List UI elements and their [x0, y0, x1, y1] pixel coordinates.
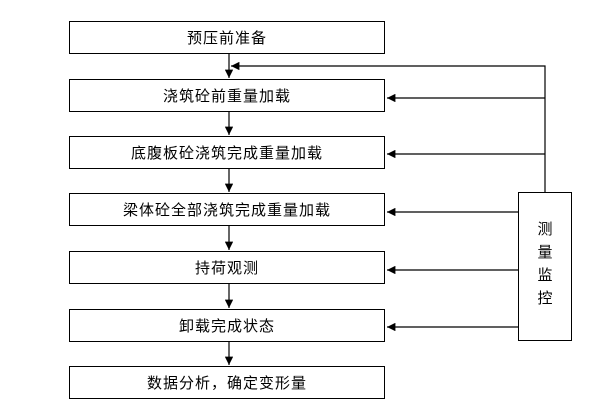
step-pre-pour-loading: 浇筑砼前重量加载	[69, 79, 385, 112]
monitor-feedback-line	[231, 61, 546, 192]
step-full-beam-pour-loading: 梁体砼全部浇筑完成重量加载	[69, 193, 385, 226]
step-data-analysis: 数据分析，确定变形量	[69, 366, 385, 399]
step-label: 梁体砼全部浇筑完成重量加载	[122, 201, 331, 219]
step-label: 底腹板砼浇筑完成重量加载	[130, 144, 323, 162]
monitor-label: 测量监控	[535, 220, 554, 313]
step-label: 持荷观测	[194, 259, 259, 277]
step-label: 预压前准备	[186, 29, 267, 47]
step-unloading-complete: 卸载完成状态	[69, 309, 385, 342]
measurement-monitoring-box: 测量监控	[518, 192, 572, 341]
step-web-plate-pour-loading: 底腹板砼浇筑完成重量加载	[69, 136, 385, 169]
step-label: 数据分析，确定变形量	[146, 374, 307, 392]
step-preload-preparation: 预压前准备	[69, 21, 385, 54]
step-label: 浇筑砼前重量加载	[162, 87, 291, 105]
step-label: 卸载完成状态	[178, 317, 275, 335]
step-load-holding-observation: 持荷观测	[69, 251, 385, 284]
